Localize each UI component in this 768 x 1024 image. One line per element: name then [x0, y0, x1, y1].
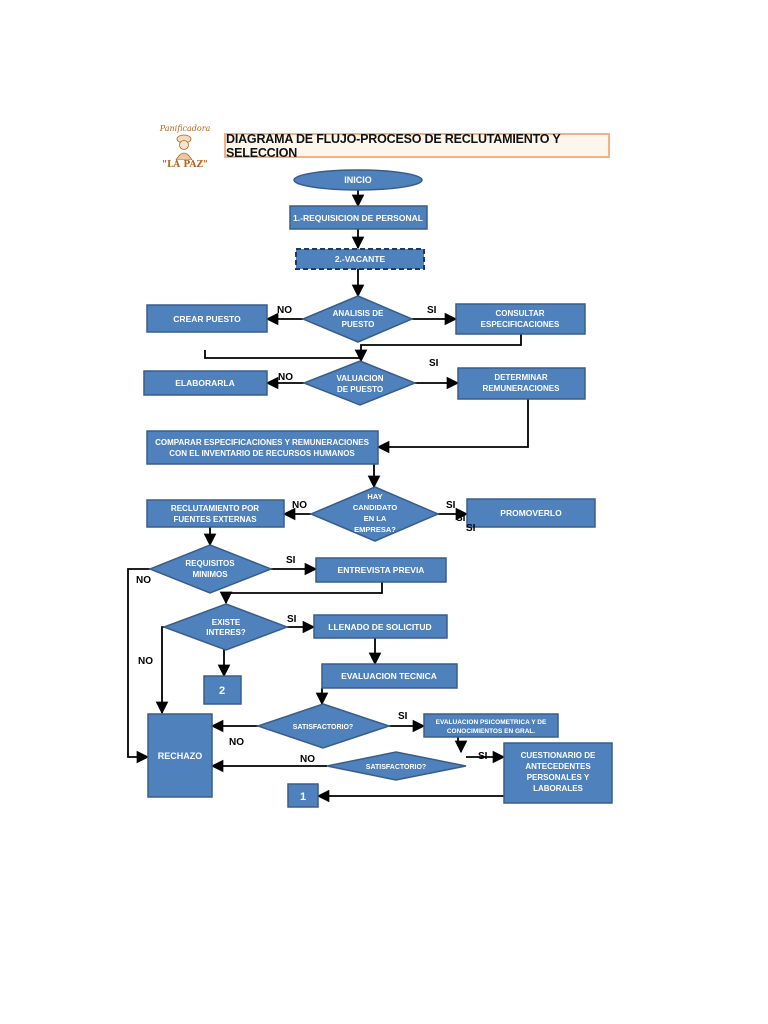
- node-create-position: CREAR PUESTO: [146, 304, 268, 333]
- label-si: SI: [287, 614, 297, 625]
- node-candidate-line3: EN LA: [364, 514, 387, 523]
- company-logo: Panificadora "LA PAZ": [150, 124, 220, 174]
- node-background-questionnaire: CUESTIONARIO DE ANTECEDENTES PERSONALES …: [503, 742, 613, 804]
- node-questionnaire-line3: PERSONALES Y: [527, 773, 590, 782]
- node-compare: COMPARAR ESPECIFICACIONES Y REMUNERACION…: [146, 430, 379, 465]
- node-candidate-line1: HAY: [367, 492, 382, 501]
- node-external-line1: RECLUTAMIENTO POR: [171, 504, 259, 513]
- node-interest-line1: EXISTE: [212, 618, 241, 627]
- node-application-form: LLENADO DE SOLICITUD: [313, 614, 448, 639]
- label-no: NO: [277, 305, 292, 316]
- node-psychometric-line2: CONOCIMIENTOS EN GRAL.: [447, 728, 536, 735]
- label-no: NO: [292, 500, 307, 511]
- node-rejection: RECHAZO: [147, 713, 213, 798]
- node-job-valuation: VALUACION DE PUESTO: [301, 360, 418, 406]
- node-psychometric-eval: EVALUACION PSICOMETRICA Y DE CONOCIMIENT…: [423, 713, 559, 738]
- node-rejection-label: RECHAZO: [158, 751, 203, 761]
- node-determine-pay: DETERMINAR REMUNERACIONES: [457, 367, 586, 400]
- node-consult-specs: CONSULTAR ESPECIFICACIONES: [455, 303, 586, 335]
- node-job-valuation-line2: DE PUESTO: [337, 385, 383, 394]
- node-application-label: LLENADO DE SOLICITUD: [328, 622, 431, 632]
- baker-figure-icon: [175, 134, 193, 160]
- label-no: NO: [278, 372, 293, 383]
- node-interest-line2: INTERES?: [206, 628, 246, 637]
- logo-bottom-text: "LA PAZ": [162, 160, 208, 170]
- node-promote: PROMOVERLO: [466, 498, 596, 528]
- node-satisfactory-1-label: SATISFACTORIO?: [293, 724, 353, 731]
- node-start-label: INICIO: [344, 175, 372, 185]
- node-compare-line1: COMPARAR ESPECIFICACIONES Y REMUNERACION…: [155, 438, 369, 447]
- node-questionnaire-line4: LABORALES: [533, 784, 583, 793]
- node-elaborate-label: ELABORARLA: [175, 378, 235, 388]
- node-technical-evaluation: EVALUACION TECNICA: [321, 663, 458, 689]
- node-create-position-label: CREAR PUESTO: [173, 314, 241, 324]
- node-vacancy: 2.-VACANTE: [295, 248, 425, 270]
- label-no: NO: [136, 575, 151, 586]
- node-connector-2: 2: [203, 675, 242, 705]
- label-si: SI: [398, 711, 408, 722]
- node-interest-exists: EXISTE INTERES?: [161, 603, 290, 651]
- connectors: [127, 190, 529, 803]
- label-si: SI: [446, 500, 456, 511]
- node-interview-label: ENTREVISTA PREVIA: [338, 565, 425, 575]
- node-consult-specs-line2: ESPECIFICACIONES: [481, 320, 560, 329]
- label-si: SI: [478, 751, 488, 762]
- node-questionnaire-line1: CUESTIONARIO DE: [521, 751, 596, 760]
- node-candidate-in-company: HAY CANDIDATO EN LA EMPRESA?: [309, 486, 440, 542]
- label-si: SI: [286, 555, 296, 566]
- label-si: SI: [427, 305, 437, 316]
- node-requisition-label: 1.-REQUISICION DE PERSONAL: [293, 213, 423, 223]
- node-satisfactory-1: SATISFACTORIO?: [255, 703, 392, 749]
- node-job-analysis-line1: ANALISIS DE: [333, 309, 384, 318]
- node-determine-pay-line2: REMUNERACIONES: [483, 384, 561, 393]
- node-promote-label: PROMOVERLO: [500, 508, 562, 518]
- label-no: NO: [229, 737, 244, 748]
- node-vacancy-label: 2.-VACANTE: [335, 254, 386, 264]
- node-candidate-line2: CANDIDATO: [353, 503, 397, 512]
- node-candidate-line4: EMPRESA?: [354, 525, 396, 534]
- node-questionnaire-line2: ANTECEDENTES: [525, 762, 591, 771]
- node-job-valuation-line1: VALUACION: [337, 374, 384, 383]
- node-connector-2-label: 2: [219, 685, 225, 697]
- node-min-requirements: REQUISITOS MINIMOS: [147, 544, 274, 594]
- label-si: SI: [456, 513, 466, 524]
- node-job-analysis-line2: PUESTO: [342, 320, 375, 329]
- node-requisition: 1.-REQUISICION DE PERSONAL: [289, 205, 428, 230]
- node-min-req-line2: MINIMOS: [192, 570, 228, 579]
- node-compare-line2: CON EL INVENTARIO DE RECURSOS HUMANOS: [169, 449, 355, 458]
- node-preliminary-interview: ENTREVISTA PREVIA: [315, 557, 447, 583]
- node-technical-label: EVALUACION TECNICA: [341, 671, 437, 681]
- label-si: SI: [429, 358, 439, 369]
- node-satisfactory-2: SATISFACTORIO?: [326, 751, 467, 781]
- diagram-title: DIAGRAMA DE FLUJO-PROCESO DE RECLUTAMIEN…: [224, 132, 610, 160]
- node-determine-pay-line1: DETERMINAR: [494, 373, 548, 382]
- node-connector-1-label: 1: [300, 791, 306, 803]
- node-elaborate: ELABORARLA: [143, 370, 268, 396]
- label-si: SI: [466, 523, 476, 534]
- node-psychometric-line1: EVALUACION PSICOMETRICA Y DE: [436, 719, 547, 726]
- node-job-analysis: ANALISIS DE PUESTO: [301, 295, 414, 343]
- node-satisfactory-2-label: SATISFACTORIO?: [366, 764, 426, 771]
- node-connector-1: 1: [287, 783, 319, 808]
- logo-top-text: Panificadora: [159, 124, 211, 133]
- label-no: NO: [300, 754, 315, 765]
- node-external-line2: FUENTES EXTERNAS: [173, 515, 257, 524]
- node-start: INICIO: [293, 169, 423, 191]
- node-consult-specs-line1: CONSULTAR: [495, 309, 544, 318]
- node-external-recruitment: RECLUTAMIENTO POR FUENTES EXTERNAS: [146, 499, 285, 528]
- edge-labels: NO SI SI NO NO SI SI SI SI NO SI NO SI N…: [136, 305, 488, 765]
- node-min-req-line1: REQUISITOS: [185, 559, 235, 568]
- label-no: NO: [138, 656, 153, 667]
